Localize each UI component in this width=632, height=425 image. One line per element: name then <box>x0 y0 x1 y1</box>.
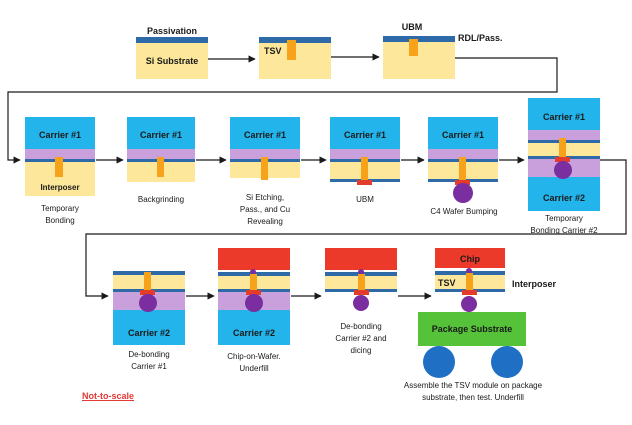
tsv-final-label: TSV <box>438 278 456 288</box>
interposer-inbox-label: Interposer <box>40 183 80 192</box>
carrier1-label-4: Carrier #1 <box>343 130 387 140</box>
step-temporary-bonding <box>25 117 95 196</box>
connector-row1-row2 <box>7 57 558 164</box>
step-label-chip-on-wafer: Chip-on-Wafer. Underfill <box>227 352 281 373</box>
step-assemble <box>418 248 526 378</box>
step-tsv <box>259 37 331 79</box>
step-si-etching <box>230 117 300 180</box>
carrier2-label-row3-1: Carrier #2 <box>127 328 171 338</box>
step-debonding-carrier1 <box>113 271 185 345</box>
step-label-ubm: UBM <box>356 195 374 204</box>
step-backgrinding <box>127 117 195 182</box>
step-debonding-carrier2 <box>325 248 397 311</box>
tsv-label: TSV <box>264 46 282 56</box>
rdl-pass-label: RDL/Pass. <box>458 33 503 43</box>
ubm-top-label: UBM <box>401 22 423 32</box>
carrier1-label-2: Carrier #1 <box>139 130 183 140</box>
connector-row2-row3 <box>85 159 627 300</box>
step-label-c4-bumping: C4 Wafer Bumping <box>430 207 498 216</box>
step-label-si-etching: Si Etching, Pass., and Cu Revealing <box>239 193 291 226</box>
carrier2-label-row3-2: Carrier #2 <box>232 328 276 338</box>
carrier1-label-3: Carrier #1 <box>243 130 287 140</box>
step-label-temporary-bonding: Temporary Bonding <box>41 204 79 225</box>
step-label-debonding-carrier2: De-bonding Carrier #2 and dicing <box>335 322 387 355</box>
carrier1-label-6: Carrier #1 <box>542 112 586 122</box>
step-label-debonding-carrier1: De-bonding Carrier #1 <box>128 350 170 371</box>
step-ubm <box>330 117 400 185</box>
step-temporary-bonding-carrier2 <box>528 98 600 211</box>
carrier2-label-6: Carrier #2 <box>542 193 586 203</box>
step-si-substrate <box>136 37 208 79</box>
step-ubm-rdl <box>383 36 455 79</box>
step-label-temporary-bonding-carrier2: Temporary Bonding Carrier #2 <box>530 214 598 235</box>
package-substrate-label: Package Substrate <box>431 324 513 334</box>
step-c4-bumping <box>428 117 498 203</box>
chip-label: Chip <box>460 254 480 264</box>
interposer-final-label: Interposer <box>512 279 557 289</box>
step-label-backgrinding: Backgrinding <box>137 195 185 204</box>
passivation-label: Passivation <box>146 26 198 36</box>
not-to-scale-note: Not-to-scale <box>82 391 135 401</box>
carrier1-label-5: Carrier #1 <box>441 130 485 140</box>
si-substrate-label: Si Substrate <box>145 56 199 66</box>
step-chip-on-wafer <box>218 248 290 345</box>
carrier1-label-1: Carrier #1 <box>38 130 82 140</box>
step-label-assemble: Assemble the TSV module on package subst… <box>403 381 543 402</box>
